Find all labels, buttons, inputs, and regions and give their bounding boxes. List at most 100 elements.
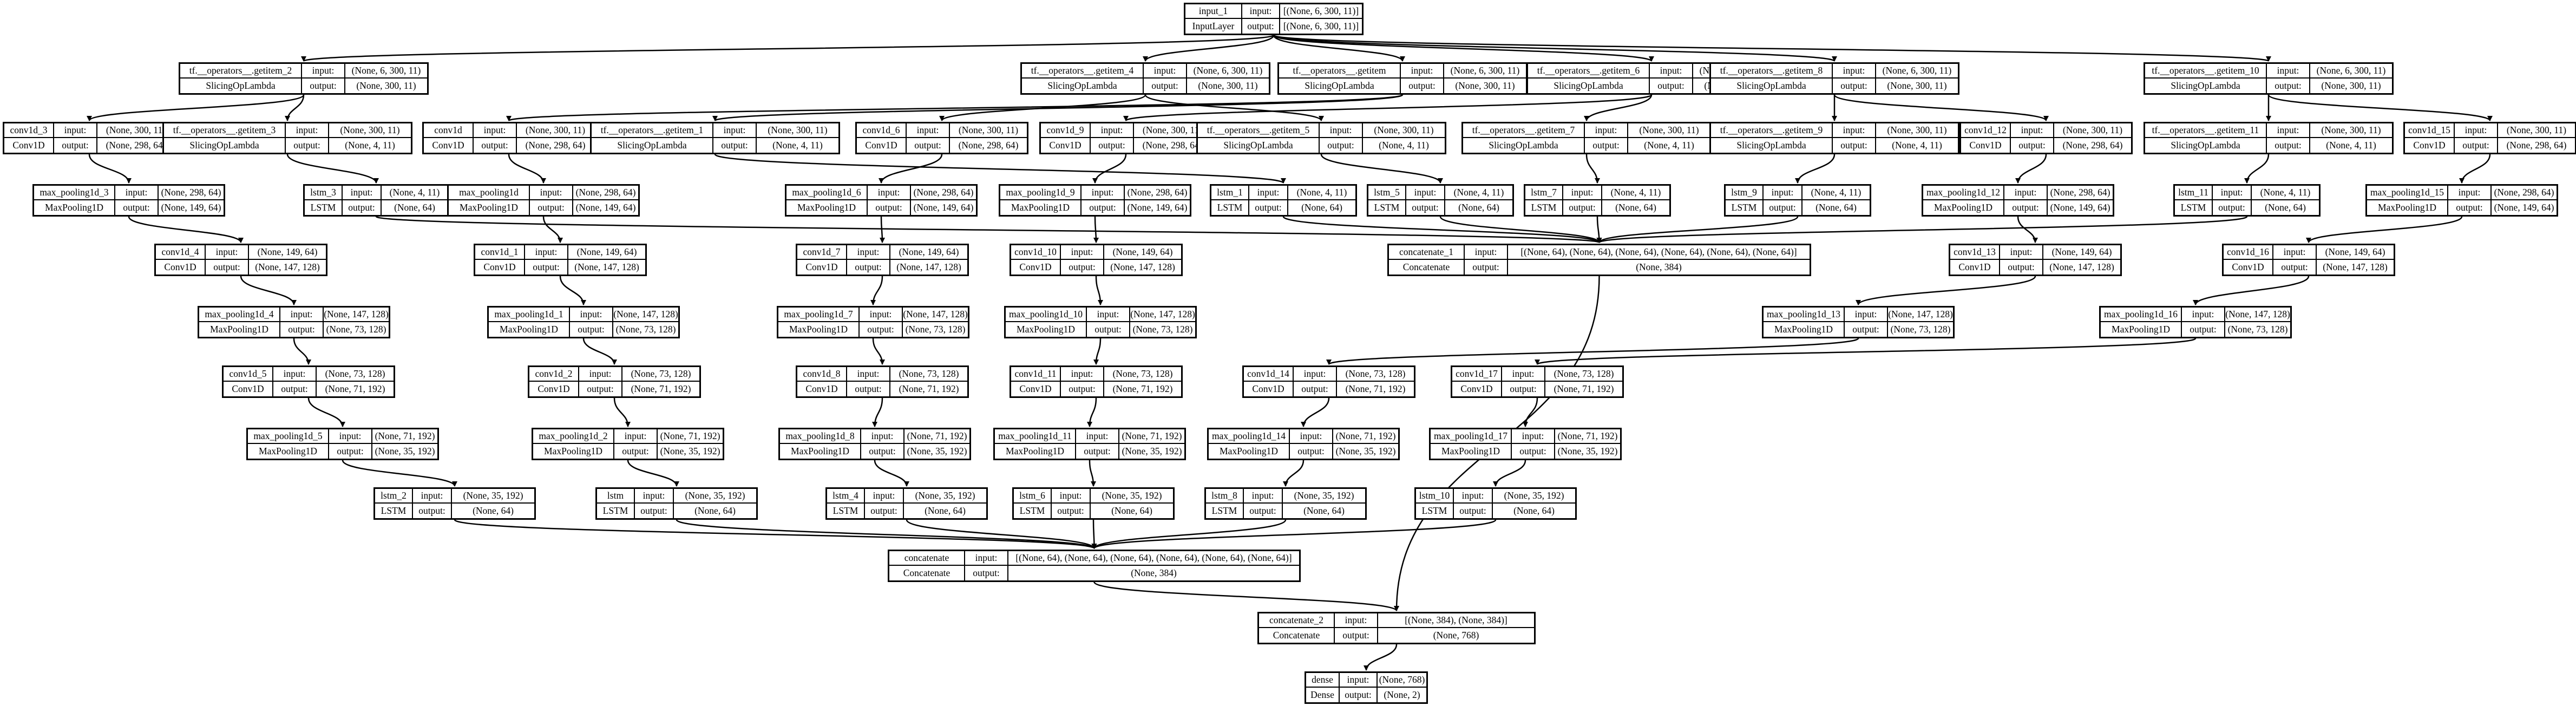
output-shape: (None, 35, 192) bbox=[1335, 445, 1396, 456]
input-port-label: input: bbox=[1076, 429, 1119, 444]
edge-conv1d-14-to-max-pooling1d-14 bbox=[1301, 397, 1330, 427]
edge-max-pooling1d-4-to-conv1d-5 bbox=[293, 338, 311, 365]
input-shape: (None, 73, 128) bbox=[890, 367, 967, 382]
layer-name: conv1d_13 bbox=[1950, 245, 2000, 260]
edge-max-pooling1d-9-to-conv1d-10 bbox=[1093, 216, 1099, 243]
layer-name: max_pooling1d_2 bbox=[533, 429, 614, 444]
output-shape: (None, 147, 128) bbox=[574, 261, 639, 272]
edge-max-pooling1d-13-to-conv1d-14 bbox=[1326, 337, 1859, 365]
output-shape: (None, 300, 11) bbox=[1887, 80, 1947, 91]
output-port-label: output: bbox=[1249, 200, 1288, 215]
layer-type: MaxPooling1D bbox=[248, 444, 329, 459]
input-port-label: input: bbox=[1340, 673, 1378, 688]
input-shape: (None, 4, 11) bbox=[1288, 186, 1355, 200]
layer-type: InputLayer bbox=[1185, 19, 1242, 34]
input-port-label: input: bbox=[614, 429, 658, 444]
input-shape: (None, 71, 192) bbox=[904, 429, 969, 444]
layer-type: MaxPooling1D bbox=[533, 444, 614, 459]
layer-name: lstm_5 bbox=[1368, 186, 1406, 200]
edge-lstm-2-to-concatenate bbox=[454, 519, 1097, 550]
layer-type: Conv1D bbox=[2405, 138, 2455, 153]
input-port-label: input: bbox=[1502, 367, 1545, 382]
output-port-label: output: bbox=[1650, 79, 1693, 93]
edge-input-1-to-tf-operators-getitem-10 bbox=[1273, 34, 2271, 62]
input-shape: (None, 149, 64) bbox=[890, 245, 967, 260]
output-port-label: output: bbox=[614, 444, 658, 459]
layer-type: SlicingOpLambda bbox=[1198, 138, 1320, 153]
edge-lstm-10-to-concatenate bbox=[1091, 519, 1497, 550]
input-port-label: input: bbox=[302, 64, 345, 79]
output-shape: (None, 73, 128) bbox=[326, 323, 386, 335]
edge-tf-operators-getitem-to-tf-operators-getitem-1 bbox=[712, 94, 1404, 122]
input-shape: (None, 147, 128) bbox=[613, 308, 678, 322]
output-shape: (None, 149, 64) bbox=[1127, 201, 1188, 213]
layer-type: Conv1D bbox=[857, 138, 907, 153]
layer-type: LSTM bbox=[1726, 200, 1764, 215]
layer-type: Conv1D bbox=[424, 138, 474, 153]
layer-type: MaxPooling1D bbox=[2367, 200, 2448, 215]
output-port-label: output: bbox=[2455, 138, 2498, 153]
edge-conv1d-5-to-max-pooling1d-5 bbox=[307, 397, 345, 427]
input-shape: (None, 298, 64) bbox=[159, 186, 224, 200]
input-port-label: input: bbox=[861, 429, 904, 444]
output-port-label: output: bbox=[2273, 260, 2317, 275]
layer-type: LSTM bbox=[1206, 504, 1244, 518]
output-port-label: output: bbox=[1144, 79, 1187, 93]
layer-type: MaxPooling1D bbox=[1431, 444, 1512, 459]
output-shape: (None, 73, 128) bbox=[905, 323, 966, 335]
output-port-label: output: bbox=[1512, 444, 1555, 459]
input-port-label: input: bbox=[1585, 123, 1628, 138]
output-shape: (None, 4, 11) bbox=[345, 139, 395, 151]
layer-type: SlicingOpLambda bbox=[592, 138, 713, 153]
input-shape: (None, 300, 11) bbox=[757, 123, 838, 138]
input-port-label: input: bbox=[1845, 308, 1888, 322]
output-shape: (None, 298, 64) bbox=[106, 139, 166, 151]
edge-max-pooling1d-11-to-lstm-6 bbox=[1089, 460, 1096, 487]
output-shape: (None, 64) bbox=[2265, 201, 2306, 213]
input-port-label: input: bbox=[286, 123, 329, 138]
edge-input-1-to-tf-operators-getitem-2 bbox=[301, 34, 1275, 62]
input-port-label: input: bbox=[530, 186, 573, 200]
layer-type: SlicingOpLambda bbox=[2145, 79, 2267, 93]
input-port-label: input: bbox=[115, 186, 159, 200]
output-shape: (None, 64) bbox=[394, 201, 435, 213]
input-shape: (None, 149, 64) bbox=[2317, 245, 2394, 260]
layer-name: lstm_4 bbox=[827, 489, 865, 504]
input-port-label: input: bbox=[280, 308, 324, 322]
input-port-label: input: bbox=[2273, 245, 2317, 260]
output-port-label: output: bbox=[1401, 79, 1444, 93]
input-shape: (None, 4, 11) bbox=[382, 186, 448, 200]
output-port-label: output: bbox=[115, 200, 159, 215]
layer-type: MaxPooling1D bbox=[780, 444, 861, 459]
input-shape: [(None, 384), (None, 384)] bbox=[1378, 613, 1534, 628]
output-port-label: output: bbox=[2267, 79, 2310, 93]
output-shape: (None, 35, 192) bbox=[660, 445, 720, 456]
layer-name: conv1d_15 bbox=[2405, 123, 2455, 138]
layer-type: Conv1D bbox=[797, 382, 847, 396]
input-port-label: input: bbox=[329, 429, 372, 444]
layer-name: lstm_8 bbox=[1206, 489, 1244, 504]
layer-name: tf.__operators__.getitem_1 bbox=[592, 123, 713, 138]
input-port-label: input: bbox=[525, 245, 568, 260]
output-shape: (None, 64) bbox=[1513, 505, 1555, 516]
edge-tf-operators-getitem-10-to-conv1d-15 bbox=[2267, 94, 2493, 122]
layer-type: MaxPooling1D bbox=[1209, 444, 1290, 459]
input-shape: (None, 73, 128) bbox=[1337, 367, 1414, 382]
input-port-label: input: bbox=[474, 123, 517, 138]
output-port-label: output: bbox=[1454, 504, 1493, 518]
layer-name: concatenate_1 bbox=[1389, 245, 1465, 260]
layer-type: Conv1D bbox=[224, 382, 273, 396]
edge-max-pooling1d-3-to-conv1d-4 bbox=[128, 216, 244, 243]
edge-conv1d-11-to-max-pooling1d-11 bbox=[1087, 397, 1097, 427]
input-shape: (None, 71, 192) bbox=[372, 429, 437, 444]
output-shape: (None, 64) bbox=[1815, 201, 1857, 213]
